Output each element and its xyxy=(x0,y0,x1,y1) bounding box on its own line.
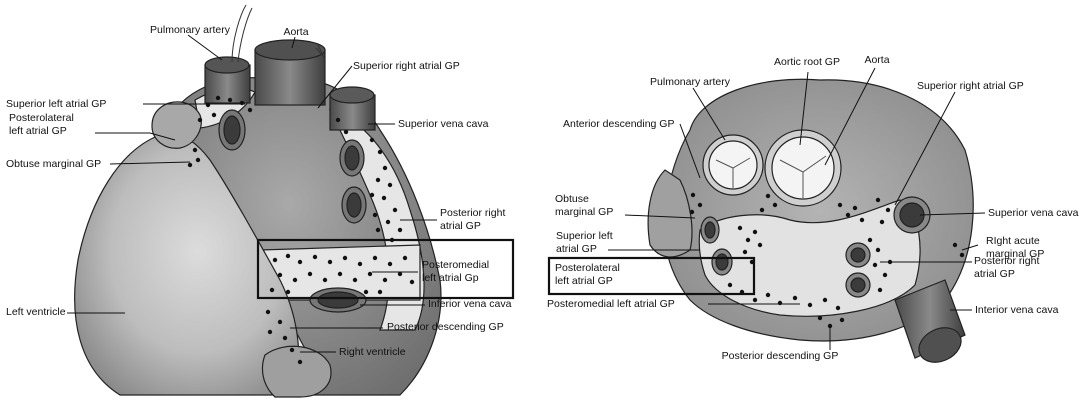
label-left-posterior-right-atrial-gp: Posterior right atrial GP xyxy=(440,207,505,233)
label-left-right-ventricle: Right ventricle xyxy=(339,346,406,359)
label-right-superior-left-atrial-gp: Superior left atrial GP xyxy=(556,230,613,256)
label-left-pulmonary-artery: Pulmonary artery xyxy=(140,24,240,37)
label-right-posterolateral-left-atrial-gp: Posterolateral left atrial GP xyxy=(555,262,620,288)
label-left-posterior-descending-gp: Posterior descending GP xyxy=(387,321,504,334)
label-left-aorta: Aorta xyxy=(272,26,320,39)
label-left-superior-vena-cava: Superior vena cava xyxy=(398,118,488,131)
label-left-ventricle: Left ventricle xyxy=(6,306,66,319)
right-ventricle-shape xyxy=(262,346,330,397)
label-right-posterior-descending-gp: Posterior descending GP xyxy=(705,350,855,363)
label-right-posterior-right-atrial-gp: Posterior right atrial GP xyxy=(974,255,1039,281)
label-left-superior-right-atrial-gp: Superior right atrial GP xyxy=(353,60,460,73)
label-right-superior-right-atrial-gp: Superior right atrial GP xyxy=(917,80,1024,93)
label-left-inferior-vena-cava: Inferior vena cava xyxy=(428,298,511,311)
label-right-aortic-root-gp: Aortic root GP xyxy=(762,56,852,69)
label-right-interior-vena-cava: Interior vena cava xyxy=(975,304,1058,317)
label-left-superior-left-atrial-gp: Superior left atrial GP xyxy=(6,98,106,111)
label-right-superior-vena-cava: Superior vena cava xyxy=(988,207,1078,220)
label-right-obtuse-marginal-gp: Obtuse marginal GP xyxy=(555,193,613,219)
right-heart-illustration xyxy=(648,79,973,369)
label-left-posterolateral-left-atrial-gp: Posterolateral left atrial GP xyxy=(9,112,74,138)
label-right-pulmonary-artery: Pulmonary artery xyxy=(635,76,745,89)
label-right-anterior-descending-gp: Anterior descending GP xyxy=(563,118,674,131)
label-left-obtuse-marginal-gp: Obtuse marginal GP xyxy=(6,158,101,171)
label-left-posteromedial-left-atrial-gp: Posteromedial left atrial Gp xyxy=(422,259,489,285)
label-right-aorta: Aorta xyxy=(855,54,899,67)
label-right-posteromedial-left-atrial-gp: Posteromedial left atrial GP xyxy=(547,298,675,311)
